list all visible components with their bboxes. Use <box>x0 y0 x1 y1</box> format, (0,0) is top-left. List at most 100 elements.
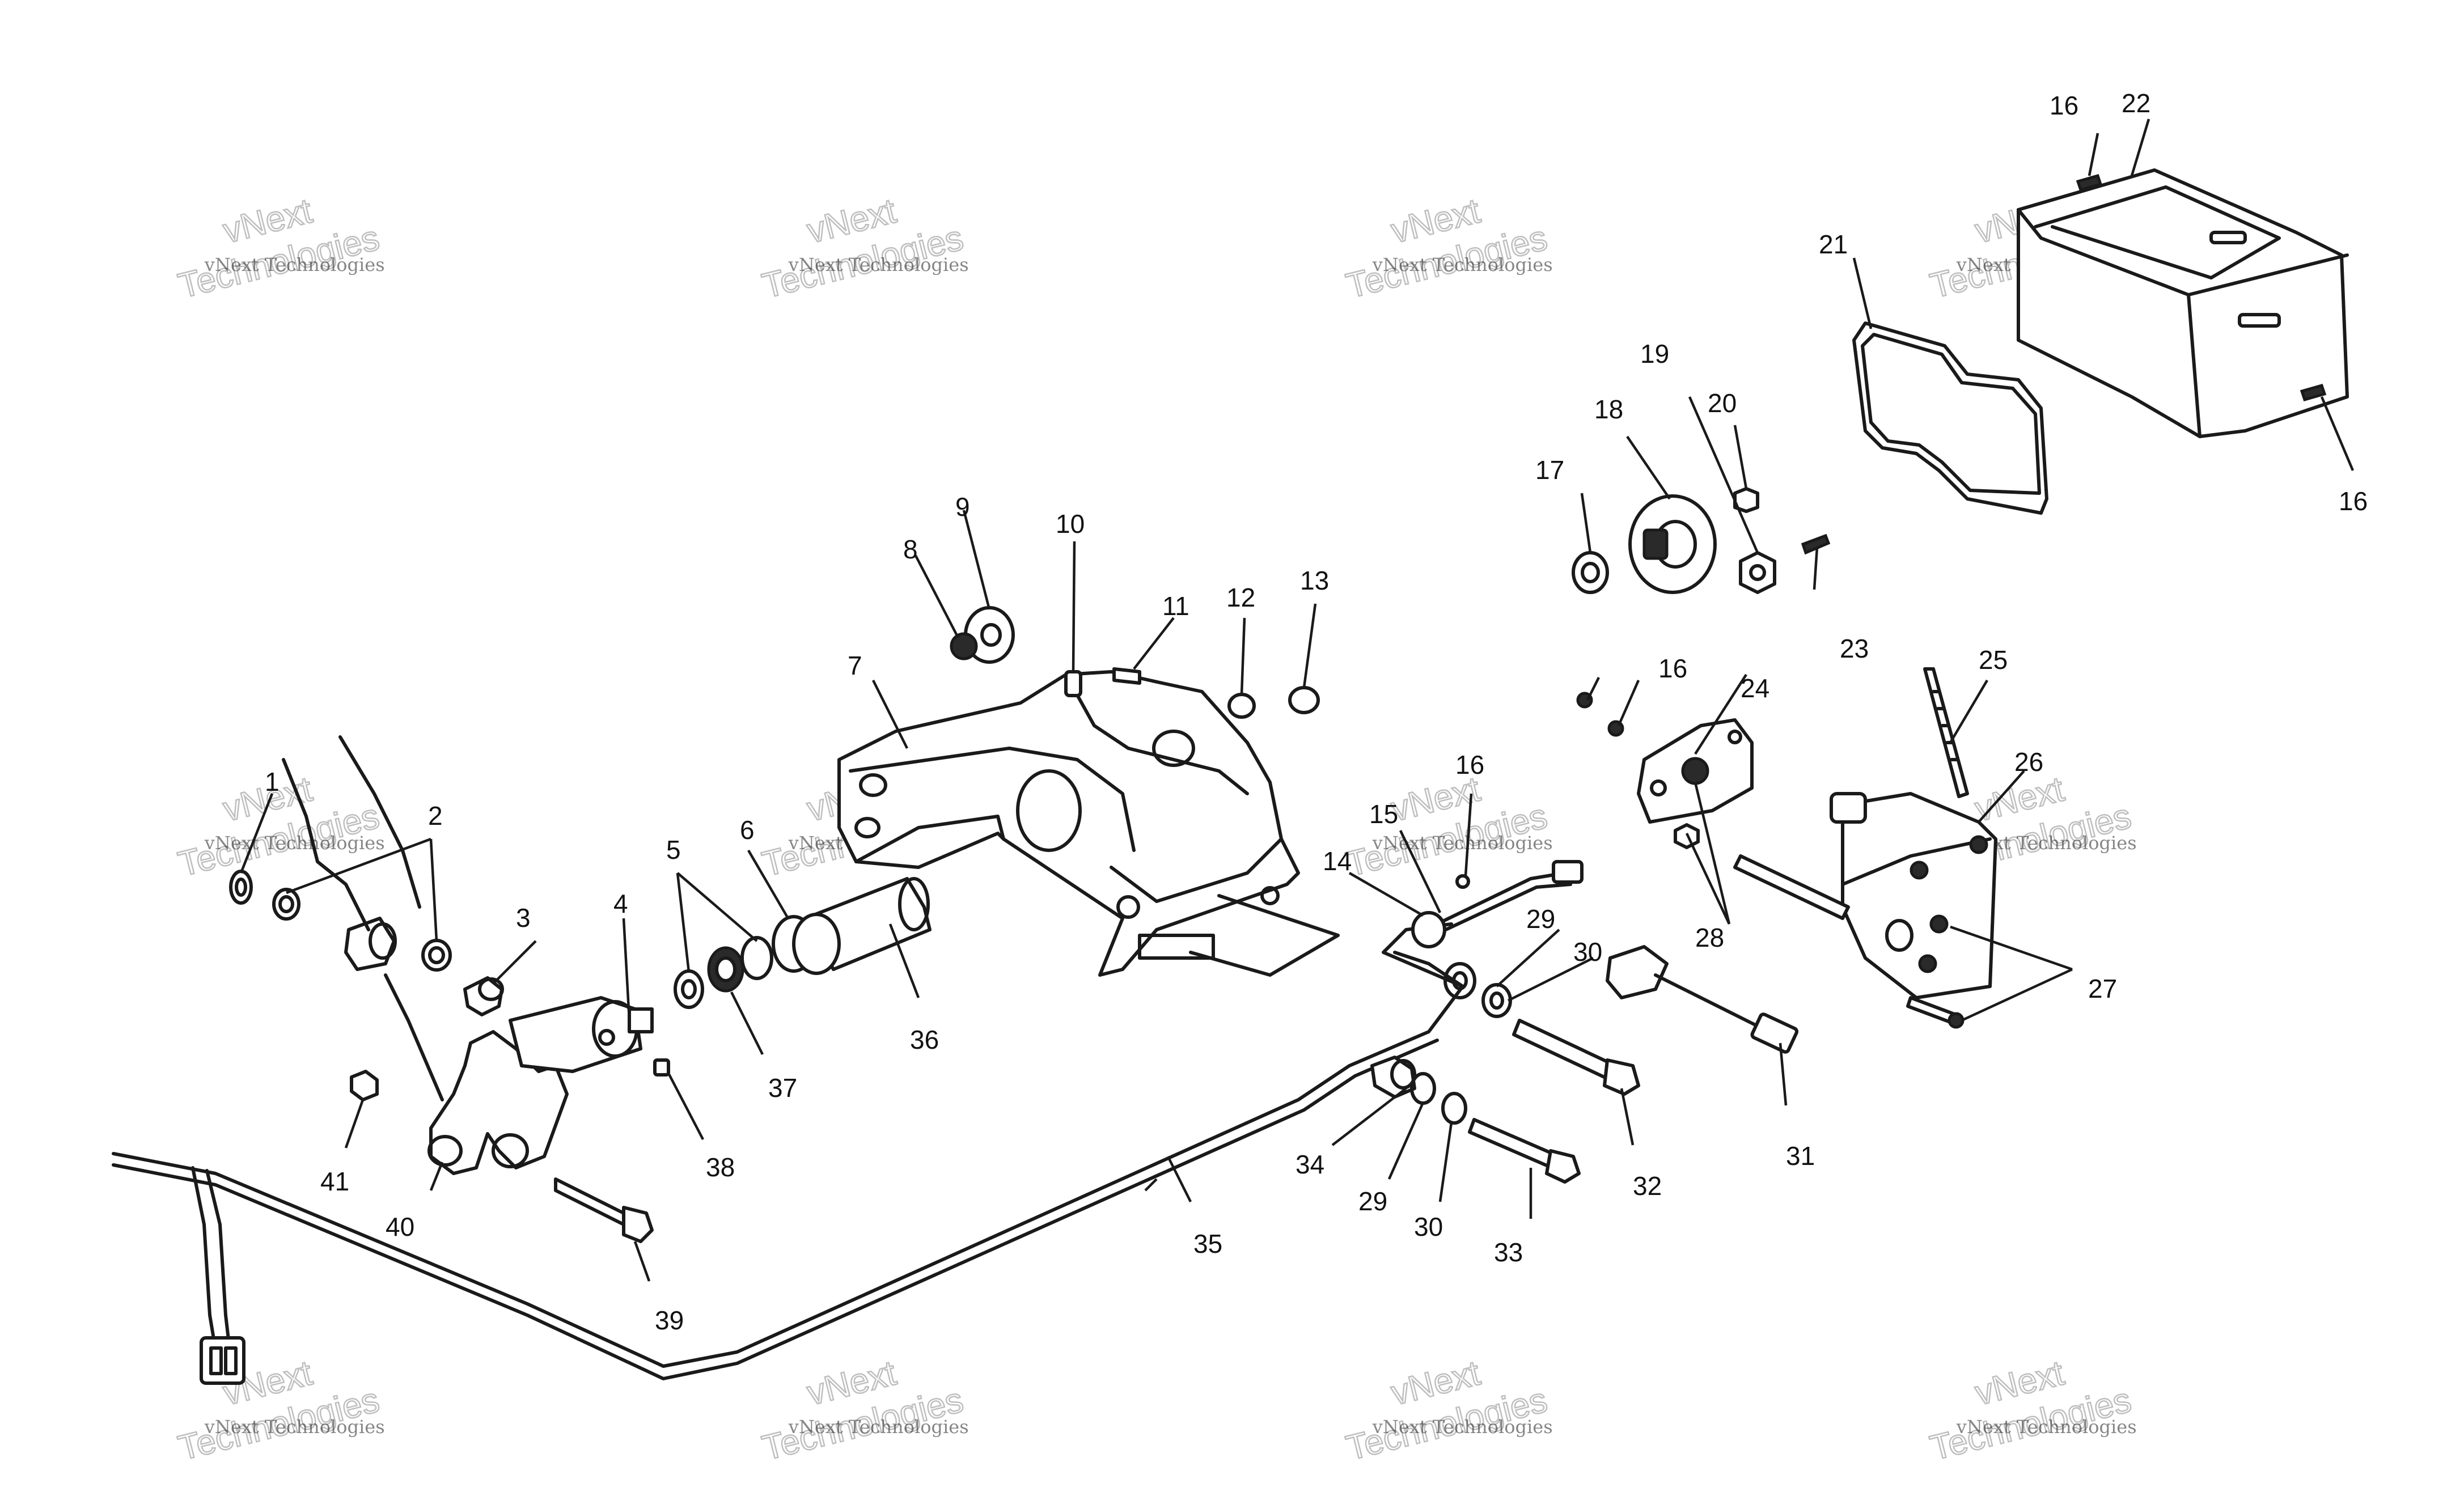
callout-16b: 16 <box>1658 654 1687 683</box>
callout-17: 17 <box>1535 455 1564 485</box>
screw-16b <box>2076 173 2103 192</box>
gear-18-spline <box>1642 528 1669 560</box>
spacer-34-face <box>1390 1059 1416 1090</box>
shaft-4-spline <box>628 1007 654 1033</box>
watermark-text: vNext Technologies <box>1956 1416 2137 1438</box>
sensor-31-cable <box>1654 973 1759 1028</box>
swing-arm-hole-2 <box>1260 886 1280 905</box>
callout-3: 3 <box>516 903 531 933</box>
mounting-bracket-lines <box>1189 894 1340 977</box>
washer-1 <box>229 870 253 905</box>
bushing-3-face <box>478 977 504 1001</box>
motor-bolt-2 <box>1969 835 1988 854</box>
plate-24-hole-2 <box>1728 730 1742 744</box>
callout-32: 32 <box>1633 1171 1662 1201</box>
swing-arm-rib-3 <box>1110 837 1283 903</box>
bolt-11 <box>1112 667 1141 685</box>
callout-6: 6 <box>740 815 755 845</box>
nut-19-hole <box>1749 564 1766 581</box>
callout-37: 37 <box>768 1073 797 1103</box>
gasket-21 <box>1852 321 2048 515</box>
callout-40: 40 <box>386 1212 414 1241</box>
sensor-31-plug <box>1750 1012 1799 1054</box>
callout-21: 21 <box>1819 230 1848 259</box>
callout-10: 10 <box>1056 509 1085 539</box>
callout-4: 4 <box>613 889 628 918</box>
motor-26-shaft <box>1733 854 1850 920</box>
washer-2c-inner <box>428 946 445 964</box>
cylinder-36-back <box>898 877 930 931</box>
callout-34: 34 <box>1295 1150 1324 1179</box>
swing-arm-rib-2 <box>1064 673 1249 795</box>
swing-arm-hole-1 <box>1116 895 1140 919</box>
sensor-14 <box>1411 911 1446 948</box>
cable-harness-35-edge <box>112 1039 1439 1380</box>
cover-22-rim <box>2017 208 2349 296</box>
callout-36: 36 <box>910 1025 939 1054</box>
callout-12: 12 <box>1226 583 1255 612</box>
swing-arm-bore <box>1016 769 1082 852</box>
callout-5: 5 <box>666 835 681 864</box>
screw-16a <box>1455 874 1470 889</box>
cable-harness-35 <box>112 951 1464 1368</box>
cover-22 <box>2017 168 2349 438</box>
callout-23: 23 <box>1840 634 1869 663</box>
swing-arm-boss <box>1152 730 1195 767</box>
callout-layer: 1 2 3 4 5 6 7 8 9 10 11 12 13 14 15 16 1… <box>265 88 2368 1335</box>
callout-31: 31 <box>1786 1141 1815 1171</box>
callout-39: 39 <box>655 1306 684 1335</box>
bolt-33-head <box>1545 1149 1581 1184</box>
bolt-32 <box>1512 1019 1618 1082</box>
washer-5-inner <box>681 979 697 999</box>
connector-plug-detail <box>209 1346 223 1375</box>
cable-tie-25-teeth <box>1932 690 1959 761</box>
motor-26-face <box>1841 837 1992 886</box>
cylinder-36-end <box>792 913 841 975</box>
swing-arm-rib-1 <box>849 747 1136 852</box>
callout-30b: 30 <box>1414 1212 1443 1241</box>
motor-bolt-1 <box>1910 861 1929 880</box>
cover-22-slot-2 <box>2209 231 2247 244</box>
screw-38 <box>653 1058 670 1077</box>
plate-24-center <box>1681 757 1709 785</box>
bolt-33 <box>1468 1118 1561 1171</box>
callout-16a: 16 <box>1455 750 1484 779</box>
gear-8 <box>950 632 978 660</box>
washer-30a <box>1481 983 1512 1018</box>
callout-11: 11 <box>1162 591 1189 621</box>
watermark-text: vNext Technologies <box>204 1416 385 1438</box>
callout-14: 14 <box>1323 846 1352 876</box>
swing-arm-tab <box>1138 934 1215 960</box>
washer-5 <box>674 969 704 1009</box>
bushing-13 <box>1288 686 1320 714</box>
motor-bolt-3 <box>1929 914 1949 934</box>
swing-arm-port-1 <box>859 773 887 797</box>
callout-33: 33 <box>1494 1238 1523 1267</box>
cover-22-inner <box>2034 185 2281 279</box>
washer-29a <box>1443 962 1476 999</box>
washer-17-inner <box>1581 562 1600 583</box>
washer-30a-inner <box>1489 991 1504 1010</box>
gear-9-hub <box>980 623 1002 647</box>
callout-27: 27 <box>2088 974 2117 1003</box>
washer-30b <box>1441 1092 1467 1125</box>
sensor-connector <box>1552 860 1584 884</box>
sensor-30 <box>1606 945 1669 999</box>
callout-26: 26 <box>2014 747 2043 777</box>
connector-plug-detail-2 <box>224 1346 238 1375</box>
nut-19 <box>1739 551 1776 594</box>
cover-22-side <box>2187 293 2201 438</box>
gasket-21-inner <box>1861 333 2041 495</box>
motor-26-port <box>1885 919 1913 952</box>
bolt-39 <box>554 1177 631 1229</box>
watermark-text: vNext Technologies <box>788 254 969 276</box>
cover-22-slot <box>2238 313 2281 328</box>
o-ring-5b <box>740 936 773 980</box>
parts-layer <box>112 168 2349 1385</box>
nut-41 <box>350 1070 379 1101</box>
swing-arm-port-2 <box>854 817 880 838</box>
